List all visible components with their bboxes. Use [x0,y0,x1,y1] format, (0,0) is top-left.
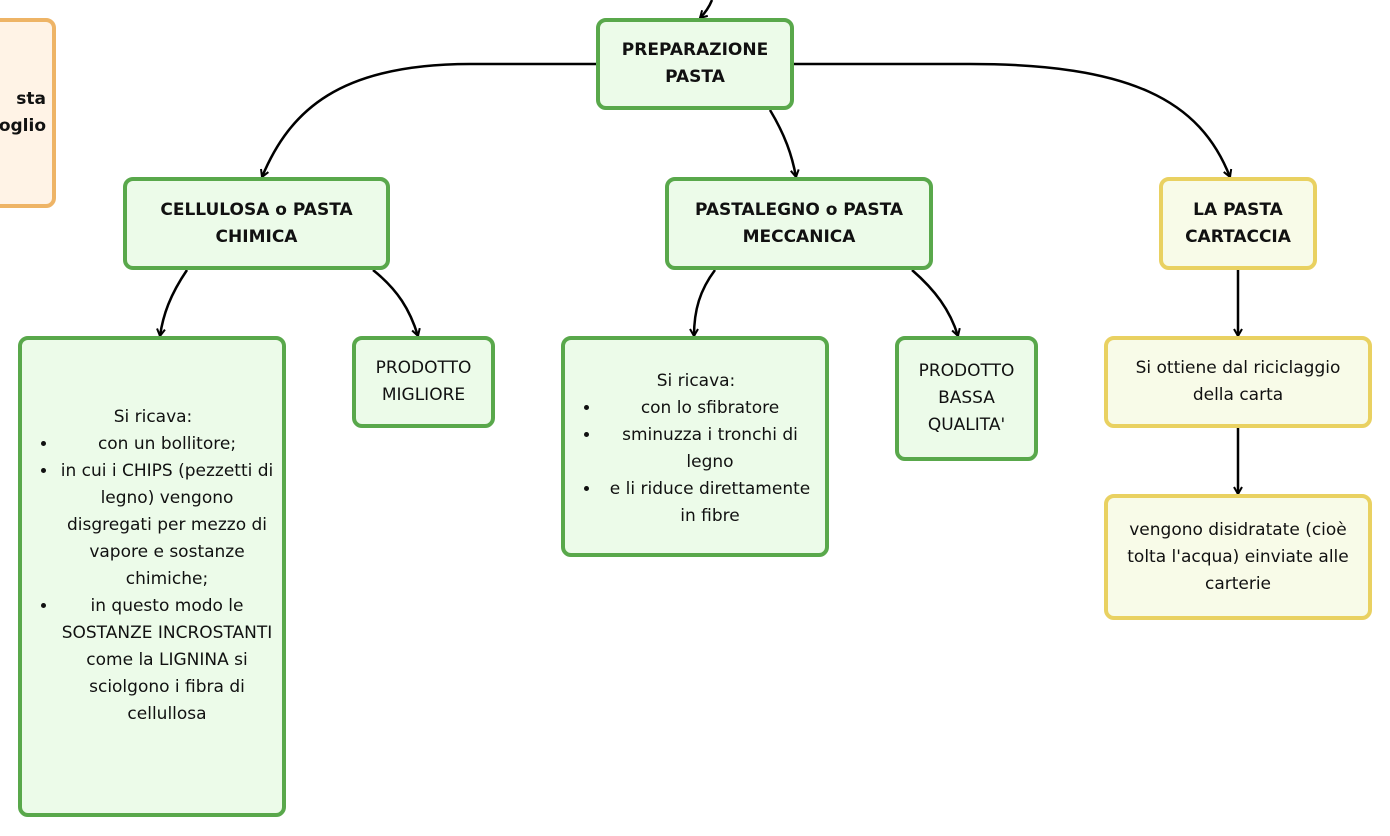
pastalegno-detail-item: e li riduce direttamente in fibre [601,476,819,530]
node-pastalegno-label: PASTALEGNO o PASTA MECCANICA [694,199,904,247]
pastalegno-detail-item: con lo sfibratore [601,395,819,422]
cellulosa-detail-item: con un bollitore; [58,431,276,458]
edge-cellulosa-migliore [372,269,418,336]
cellulosa-detail-item: in questo modo le SOSTANZE INCROSTANTI c… [58,593,276,728]
edge-pastalegno-detail [694,269,717,336]
node-pastalegno[interactable]: PASTALEGNO o PASTA MECCANICA [665,177,933,270]
node-cellulosa-label: CELLULOSA o PASTA CHIMICA [160,199,353,247]
node-cartaccia[interactable]: LA PASTA CARTACCIA [1159,177,1317,270]
node-cellulosa[interactable]: CELLULOSA o PASTA CHIMICA [123,177,390,270]
node-cartaccia-label: LA PASTA CARTACCIA [1185,199,1291,247]
node-pastalegno-detail[interactable]: Si ricava: con lo sfibratore sminuzza i … [561,336,829,557]
riciclaggio-label: Si ottiene dal riciclaggio della carta [1135,358,1341,405]
pastalegno-detail-item: sminuzza i tronchi di legno [601,422,819,476]
pastalegno-detail-list: con lo sfibratore sminuzza i tronchi di … [573,395,819,530]
node-preparazione-label: PREPARAZIONE PASTA [621,40,769,87]
node-riciclaggio[interactable]: Si ottiene dal riciclaggio della carta [1104,336,1372,428]
edge-preparazione-cartaccia [792,62,1230,177]
edge-preparazione-pastalegno [768,109,796,177]
node-preparazione-pasta[interactable]: PREPARAZIONE PASTA [596,18,794,110]
edge-cellulosa-detail [160,269,189,336]
side-node-line-2: oglio [0,116,46,136]
edge-pastalegno-bassa [911,269,958,336]
side-node-partial[interactable]: sta oglio [0,18,56,208]
node-cellulosa-detail[interactable]: Si ricava: con un bollitore; in cui i CH… [18,336,286,817]
prodotto-migliore-label: PRODOTTO MIGLIORE [375,358,472,405]
pastalegno-detail-intro: Si ricava: [656,371,736,391]
cellulosa-detail-intro: Si ricava: [113,407,193,427]
cellulosa-detail-item: in cui i CHIPS (pezzetti di legno) vengo… [58,458,276,593]
node-prodotto-bassa-qualita[interactable]: PRODOTTO BASSA QUALITA' [895,336,1038,461]
prodotto-bassa-label: PRODOTTO BASSA QUALITA' [918,361,1015,435]
disidratate-label: vengono disidratate (cioè tolta l'acqua)… [1127,519,1349,594]
side-node-line-1: sta [16,89,46,109]
node-prodotto-migliore[interactable]: PRODOTTO MIGLIORE [352,336,495,428]
edge-incoming-preparazione [700,0,714,18]
cellulosa-detail-list: con un bollitore; in cui i CHIPS (pezzet… [30,431,276,728]
edge-preparazione-cellulosa [262,62,597,177]
node-disidratate[interactable]: vengono disidratate (cioè tolta l'acqua)… [1104,494,1372,620]
